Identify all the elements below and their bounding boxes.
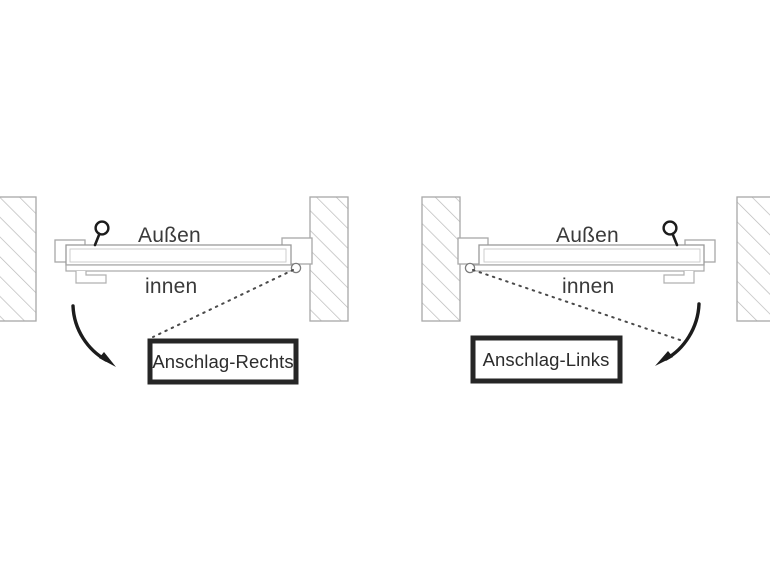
callout-label-left-hinged: Anschlag-Links: [483, 349, 610, 370]
callout-box-right-hinged[interactable]: Anschlag-Rechts: [147, 338, 299, 385]
wall-hatch-icon-left-1: [0, 196, 37, 322]
door-handle-icon-right: [662, 220, 679, 247]
wall-hatch-icon-right-2: [736, 196, 770, 322]
inside-label-left: innen: [145, 275, 197, 298]
door-handle-icon-left: [93, 220, 110, 247]
swing-direction-arrow-icon-right: [655, 302, 701, 366]
outside-label-right: Außen: [556, 224, 619, 247]
swing-direction-arrow-icon-left: [71, 304, 116, 367]
diagram-left-hinged: Außen innen Anschlag-Links: [421, 196, 770, 384]
inside-label-right: innen: [562, 275, 614, 298]
door-leaf-assembly-left: [54, 237, 313, 284]
callout-label-right-hinged: Anschlag-Rechts: [152, 351, 293, 372]
wall-hatch-icon-right-1: [421, 196, 461, 322]
callout-box-left-hinged[interactable]: Anschlag-Links: [470, 335, 623, 384]
hinge-pivot-icon-left: [290, 262, 302, 274]
outside-label-left: Außen: [138, 224, 201, 247]
diagram-right-hinged: Außen innen Anschlag-Rechts: [0, 196, 349, 385]
leader-line-left: [152, 269, 294, 338]
leader-line-right: [472, 269, 681, 341]
hinge-pivot-icon-right: [464, 262, 476, 274]
wall-hatch-icon-left-2: [309, 196, 349, 322]
